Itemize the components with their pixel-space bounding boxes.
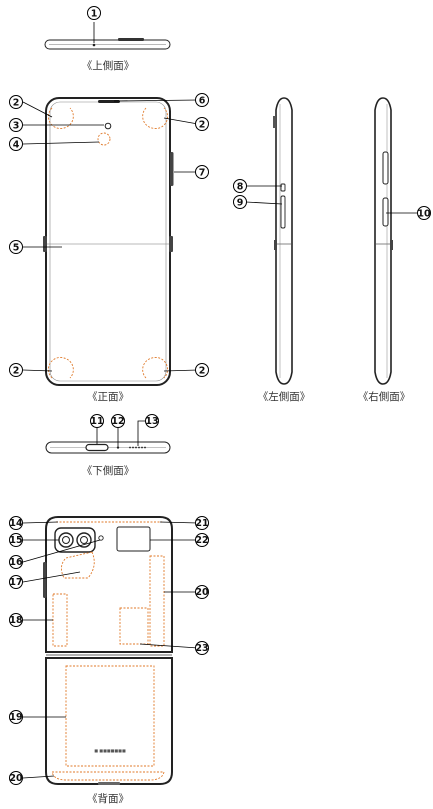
callout-12: 12 [111, 414, 125, 428]
right-side-view [374, 97, 418, 385]
svg-text:23: 23 [195, 643, 208, 654]
svg-text:16: 16 [9, 557, 23, 568]
back-screen-text: ■ ■■■■■■■ [94, 748, 126, 753]
callout-11: 11 [90, 414, 104, 428]
bottom-side-caption: 《下側面》 [82, 464, 135, 477]
callout-5: 5 [9, 240, 23, 254]
callout-9: 9 [233, 195, 247, 209]
svg-text:7: 7 [199, 167, 206, 178]
svg-text:11: 11 [90, 416, 103, 427]
callout-1: 1 [87, 6, 101, 20]
top-side-caption: 《上側面》 [82, 59, 135, 72]
callout-20a: 20 [9, 771, 23, 785]
svg-text:8: 8 [237, 181, 244, 192]
svg-text:5: 5 [13, 242, 20, 253]
svg-text:20: 20 [9, 773, 23, 784]
svg-text:13: 13 [145, 416, 158, 427]
callout-15: 15 [9, 533, 23, 547]
svg-text:14: 14 [9, 518, 23, 529]
svg-text:17: 17 [9, 577, 22, 588]
callout-14: 14 [9, 516, 23, 530]
left-side-caption: 《左側面》 [258, 390, 311, 403]
callout-3: 3 [9, 118, 23, 132]
front-view [22, 97, 199, 386]
callout-2c: 2 [9, 363, 23, 377]
callout-19: 19 [9, 710, 23, 724]
svg-text:22: 22 [195, 535, 208, 546]
svg-text:12: 12 [111, 416, 124, 427]
callout-21: 21 [195, 516, 209, 530]
svg-text:2: 2 [13, 97, 20, 108]
svg-text:4: 4 [13, 139, 20, 150]
svg-text:2: 2 [13, 365, 20, 376]
left-side-view [245, 97, 293, 385]
svg-text:2: 2 [199, 119, 206, 130]
callout-16: 16 [9, 555, 23, 569]
callout-10: 10 [417, 206, 431, 220]
callout-2d: 2 [195, 363, 209, 377]
callout-4: 4 [9, 137, 23, 151]
callout-7: 7 [195, 165, 209, 179]
svg-text:2: 2 [199, 365, 206, 376]
callout-13: 13 [145, 414, 159, 428]
callout-2a: 2 [9, 95, 23, 109]
callout-8: 8 [233, 179, 247, 193]
callout-20b: 20 [195, 585, 209, 599]
svg-text:3: 3 [13, 120, 20, 131]
svg-text:19: 19 [9, 712, 22, 723]
callout-17: 17 [9, 575, 23, 589]
callout-6: 6 [195, 93, 209, 107]
right-side-caption: 《右側面》 [358, 390, 411, 403]
callout-18: 18 [9, 613, 23, 627]
svg-text:15: 15 [9, 535, 22, 546]
bottom-side-view [45, 420, 171, 454]
callout-2b: 2 [195, 117, 209, 131]
callout-23: 23 [195, 641, 209, 655]
svg-text:21: 21 [195, 518, 208, 529]
svg-text:10: 10 [417, 208, 431, 219]
svg-text:9: 9 [237, 197, 244, 208]
front-caption: 《正面》 [87, 391, 129, 403]
svg-text:18: 18 [9, 615, 23, 626]
svg-text:1: 1 [91, 8, 98, 19]
top-side-view [44, 22, 171, 50]
svg-text:20: 20 [195, 587, 209, 598]
back-caption: 《背面》 [87, 792, 129, 805]
back-view: ■ ■■■■■■■ [22, 516, 199, 785]
callout-22: 22 [195, 533, 209, 547]
svg-text:6: 6 [199, 95, 206, 106]
